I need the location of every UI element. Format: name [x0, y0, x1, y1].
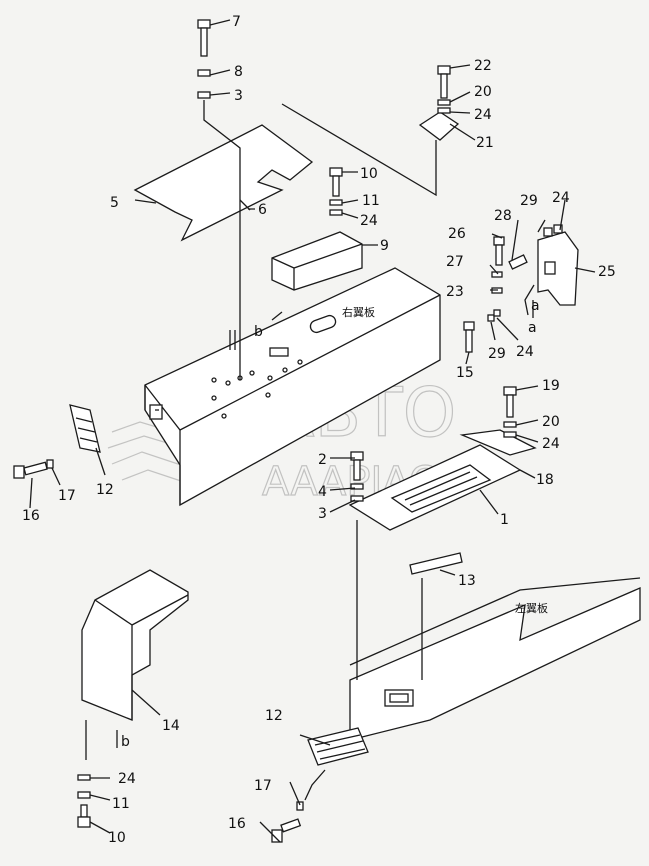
callout-12: 12 [265, 708, 283, 724]
part-21-plate [418, 111, 460, 141]
callout-3: 3 [234, 88, 243, 104]
callout-23: 23 [446, 284, 464, 300]
callout-18: 18 [536, 472, 554, 488]
callout-24: 24 [360, 213, 378, 229]
callout-11: 11 [112, 796, 130, 812]
callout-21: 21 [476, 135, 494, 151]
part-13-strip [409, 552, 463, 575]
callout-14: 14 [162, 718, 180, 734]
right-fender-label: 右翼板 [342, 305, 375, 319]
left-fender-label: 左翼板 [515, 601, 548, 615]
left-fender-body [349, 577, 641, 741]
callout-16: 16 [228, 816, 246, 832]
callout-26: 26 [448, 226, 466, 242]
callout-10: 10 [108, 830, 126, 846]
callout-24: 24 [516, 344, 534, 360]
callout-19: 19 [542, 378, 560, 394]
callout-29: 29 [520, 193, 538, 209]
callout-9: 9 [380, 238, 389, 254]
part-12-grille-lower [307, 727, 369, 766]
callout-17: 17 [254, 778, 272, 794]
callout-11: 11 [362, 193, 380, 209]
callout-20: 20 [474, 84, 492, 100]
callout-1: 1 [500, 512, 509, 528]
callout-24: 24 [474, 107, 492, 123]
callout-16: 16 [22, 508, 40, 524]
callout-15: 15 [456, 365, 474, 381]
callout-a: a [531, 298, 540, 314]
assembly-lines [29, 19, 596, 843]
callout-4: 4 [318, 484, 327, 500]
callout-20: 20 [542, 414, 560, 430]
right-fender-body [144, 267, 441, 507]
callout-29: 29 [488, 346, 506, 362]
part-5-plate [133, 124, 314, 242]
callout-3: 3 [318, 506, 327, 522]
part-14-cover [81, 569, 189, 721]
callout-7: 7 [232, 14, 241, 30]
callout-17: 17 [58, 488, 76, 504]
callout-24: 24 [118, 771, 136, 787]
callout-8: 8 [234, 64, 243, 80]
callout-5: 5 [110, 195, 119, 211]
callout-12: 12 [96, 482, 114, 498]
callout-13: 13 [458, 573, 476, 589]
callout-2: 2 [318, 452, 327, 468]
callout-24: 24 [552, 190, 570, 206]
callout-b: b [121, 734, 130, 750]
part-12-grille-upper [69, 404, 101, 453]
callout-labels: 7 8 3 5 6 10 11 24 9 22 20 24 21 29 24 2… [22, 14, 616, 846]
part-25-bracket [537, 231, 579, 306]
callout-25: 25 [598, 264, 616, 280]
callout-22: 22 [474, 58, 492, 74]
callout-10: 10 [360, 166, 378, 182]
callout-6: 6 [258, 202, 267, 218]
bolt-icons [13, 19, 563, 843]
callout-27: 27 [446, 254, 464, 270]
callout-24: 24 [542, 436, 560, 452]
callout-b: b [254, 324, 263, 340]
callout-28: 28 [494, 208, 512, 224]
callout-a: a [528, 320, 537, 336]
watermark-logo-icon [107, 421, 185, 483]
part-9-box [271, 231, 363, 291]
